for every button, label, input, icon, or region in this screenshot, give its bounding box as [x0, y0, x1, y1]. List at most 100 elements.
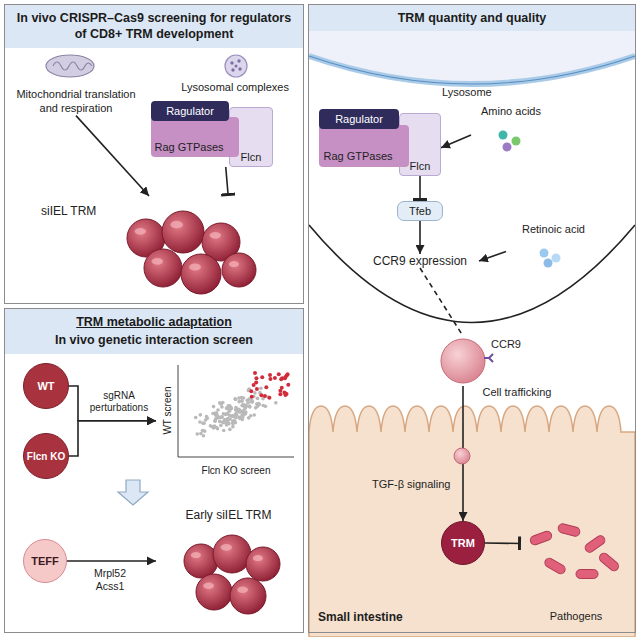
cell-icon	[162, 211, 204, 253]
lysosome-membrane-line	[309, 56, 635, 84]
cell-highlight	[191, 552, 201, 558]
panel-heading: In vivo genetic interaction screen	[5, 331, 303, 353]
cell-icon	[144, 249, 182, 287]
connector	[419, 176, 421, 201]
cell-cluster: Early siIEL TRM	[156, 506, 301, 626]
node-label: Flcn KO screen	[156, 465, 296, 476]
bacterium-icon	[543, 557, 567, 576]
panel-heading: TRM quantity and quality	[309, 5, 635, 31]
cell-highlight	[221, 544, 232, 551]
complex-group: Lysosomal complexesRagulatorRag GTPasesF…	[146, 79, 291, 167]
protein-box: Rag GTPases	[151, 117, 239, 157]
cell-icon	[441, 339, 485, 383]
cell-icon	[230, 578, 266, 614]
molecule-dot	[552, 254, 561, 263]
node-label: TEFF	[31, 555, 59, 567]
cell-icon	[222, 253, 256, 287]
cell-highlight	[203, 582, 214, 588]
molecule-dot	[512, 137, 521, 146]
molecule-dot	[540, 249, 549, 258]
mitochondrion-icon	[46, 55, 94, 77]
cell-circle: TRM	[441, 521, 485, 565]
connector	[69, 386, 156, 421]
node-label: Mitochondrial translation and respiratio…	[13, 87, 139, 116]
molecule-group: Amino acids	[471, 105, 551, 155]
free-label: Lysosome	[442, 86, 492, 98]
bacterium-icon	[598, 551, 621, 572]
lysosome-membrane	[309, 56, 635, 84]
protein-box: Ragulator	[151, 101, 229, 121]
node-label: Flcn	[410, 160, 431, 172]
cell-highlight	[152, 258, 163, 265]
cell-circle: Flcn KO	[23, 433, 69, 479]
pathogen-group: Pathogens	[521, 516, 631, 626]
node-label: Flcn	[241, 151, 262, 163]
connector	[485, 542, 521, 544]
node-label: Ragulator	[335, 113, 383, 125]
molecule-dot	[503, 143, 512, 152]
protein-box: Rag GTPases	[319, 125, 409, 167]
node-label: WT	[37, 380, 54, 392]
lysosome-lumen	[309, 30, 635, 84]
panel: In vivo CRISPR–Cas9 screening for regula…	[4, 4, 304, 304]
cell-highlight	[135, 228, 146, 235]
free-label: Small intestine	[318, 610, 403, 624]
text-node: CCR9 expression	[361, 254, 479, 268]
node-label: Retinoic acid	[522, 223, 585, 235]
bacterium-icon	[576, 570, 598, 579]
node-art	[156, 361, 296, 476]
cell-highlight	[189, 263, 201, 270]
node-label: Amino acids	[481, 105, 541, 117]
molecule-dot	[544, 259, 553, 268]
node-art	[521, 516, 631, 626]
bacterium-icon	[583, 534, 606, 554]
cell-icon	[196, 574, 232, 610]
molecule-group: Retinoic acid	[506, 223, 601, 269]
node-art	[156, 506, 301, 626]
text-node: Mitochondrial translation and respiratio…	[13, 87, 139, 116]
connector	[226, 167, 228, 196]
panel-heading: In vivo CRISPR–Cas9 screening for regula…	[5, 5, 303, 48]
scatter-plot	[178, 365, 294, 457]
cell-highlight	[210, 232, 221, 239]
node-label: Flcn KO	[27, 451, 65, 462]
panel: TRM metabolic adaptationIn vivo genetic …	[4, 308, 304, 633]
connector	[419, 221, 421, 254]
bacterium-icon	[557, 523, 581, 537]
cell-highlight	[229, 261, 239, 267]
factor-box: Tfeb	[397, 201, 443, 221]
edge-label: Mrpl52 Acss1	[84, 567, 136, 593]
cell-highlight	[253, 555, 263, 561]
node-label: WT screen	[162, 371, 173, 451]
connector	[441, 135, 471, 148]
connector	[479, 252, 506, 261]
cell-icon	[246, 547, 280, 581]
intestine	[309, 406, 635, 637]
cell-node: CCR9	[441, 336, 521, 386]
node-label: siIEL TRM	[41, 204, 103, 218]
molecule-dot	[499, 131, 508, 140]
edge-label: Cell trafficking	[472, 386, 562, 398]
cell-icon	[213, 535, 251, 573]
scatter-plot: WT screenFlcn KO screen	[156, 361, 296, 476]
node-label: Ragulator	[166, 105, 214, 117]
cell-circle: WT	[23, 363, 69, 409]
node-label: Pathogens	[550, 610, 603, 622]
node-label: Rag GTPases	[154, 141, 223, 153]
lysosome-icon	[225, 55, 247, 77]
connector	[420, 268, 463, 336]
receptor-icon	[484, 354, 493, 362]
cell-highlight	[170, 221, 183, 229]
bacterium-icon	[529, 530, 553, 546]
intestine-wall	[309, 406, 635, 637]
edge-label: sgRNA perturbations	[84, 390, 154, 414]
node-label: CCR9	[491, 338, 521, 350]
free-label: TGF-β signaling	[372, 478, 450, 490]
connector	[76, 116, 149, 196]
panel-heading: TRM metabolic adaptation	[5, 309, 303, 331]
node-label: Rag GTPases	[323, 150, 392, 162]
cell-highlight	[237, 586, 248, 592]
nucleus-envelope	[309, 225, 635, 323]
cell-icon	[181, 254, 221, 294]
cell-cluster: siIEL TRM	[41, 196, 281, 296]
